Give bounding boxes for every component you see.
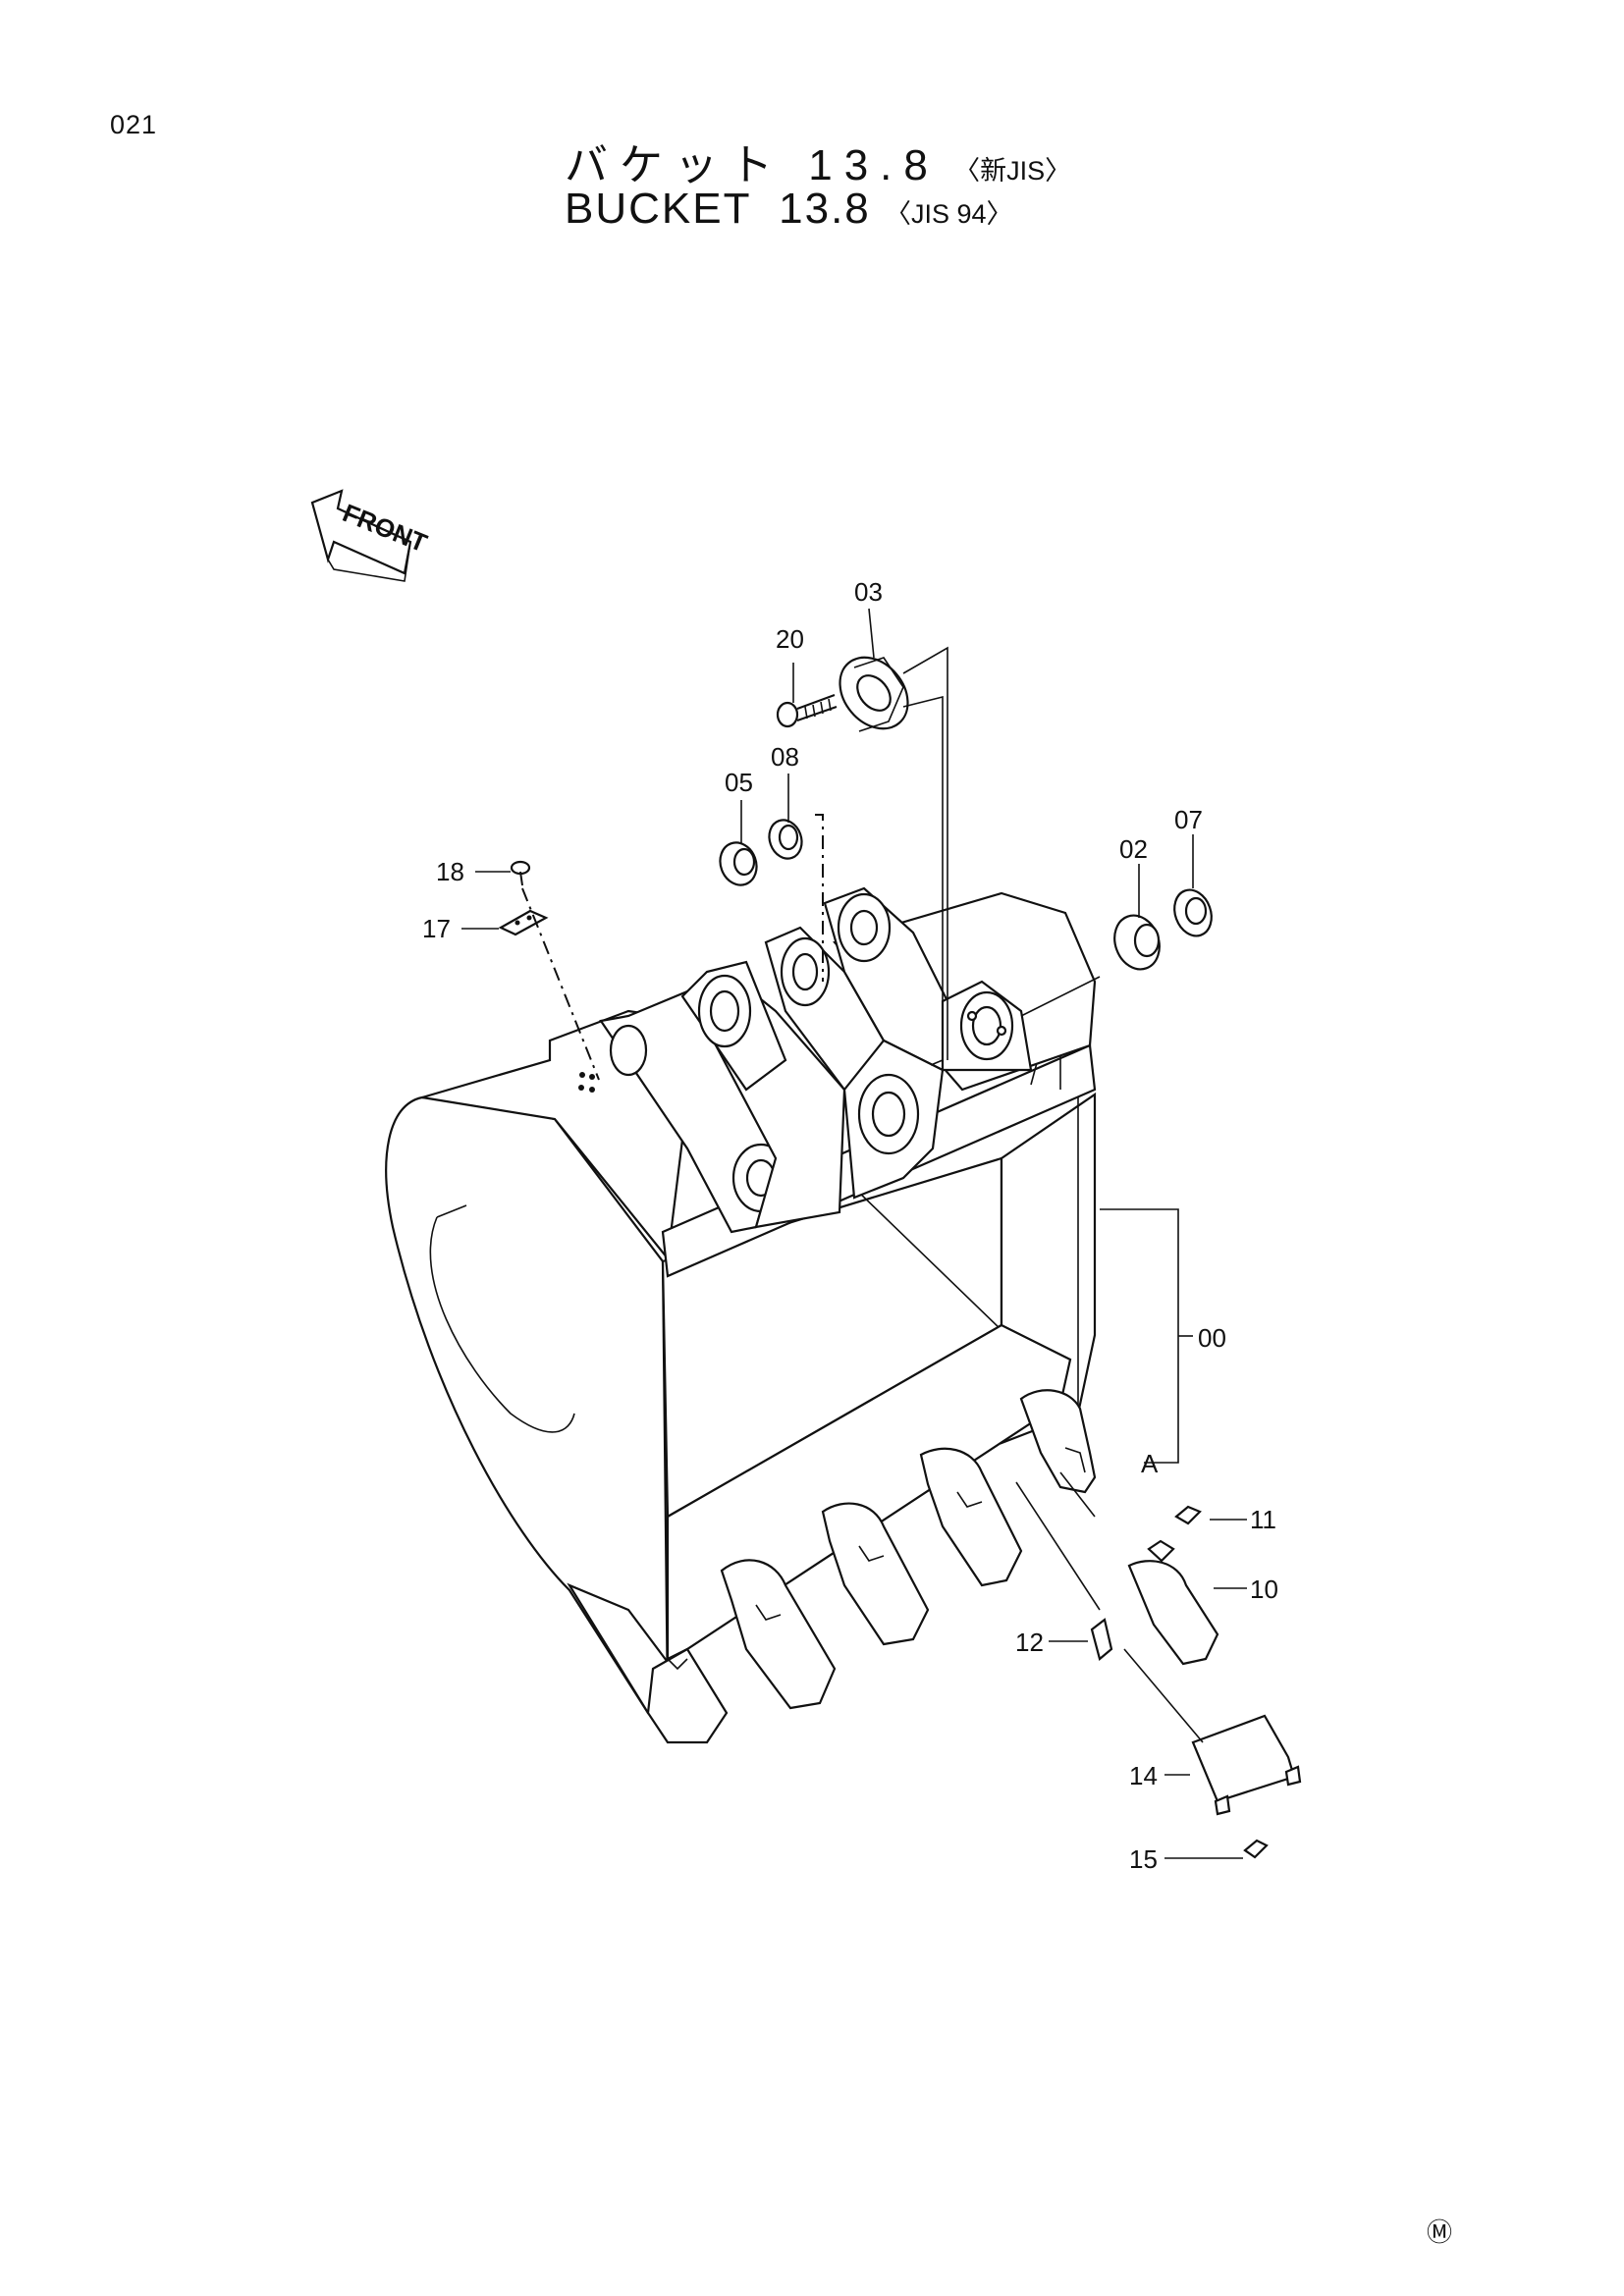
part-label-17: 17 (422, 914, 451, 943)
part-label-07: 07 (1174, 805, 1203, 834)
part-label-14: 14 (1129, 1761, 1158, 1790)
bucket-teeth (646, 1389, 1097, 1744)
part-label-20: 20 (776, 624, 804, 654)
part-05-bushing (719, 841, 758, 886)
tooth-1 (646, 1647, 729, 1744)
part-08-seal (768, 819, 803, 860)
title-en-main: BUCKET 13.8 (565, 185, 871, 233)
part-label-15: 15 (1129, 1844, 1158, 1874)
page-number: 021 (110, 110, 158, 139)
title-japanese: バケット 13.8 〈新JIS〉 (565, 130, 1071, 192)
part-label-12: 12 (1015, 1628, 1044, 1657)
title-english: BUCKET 13.8 〈JIS 94〉 (565, 185, 1013, 234)
title-jp-standard: 〈新JIS〉 (953, 156, 1072, 186)
part-10-tooth-point (1127, 1539, 1219, 1666)
part-14-adapter (1191, 1714, 1302, 1816)
part-label-02: 02 (1119, 834, 1148, 864)
title-jp-main: バケット 13.8 (565, 141, 940, 189)
grease-holes (578, 1072, 595, 1093)
part-label-18: 18 (436, 857, 464, 886)
tooth-3 (821, 1502, 930, 1646)
corner-m-mark: Ⓜ (1427, 2217, 1452, 2247)
part-07-seal (1173, 888, 1213, 937)
part-20-bolt (776, 694, 838, 728)
part-label-05: 05 (725, 768, 753, 797)
tooth-4 (919, 1447, 1023, 1587)
part-15-pin (1243, 1839, 1269, 1859)
reference-letter-a: A (1141, 1449, 1159, 1478)
part-label-00: 00 (1198, 1323, 1226, 1353)
title-en-standard: 〈JIS 94〉 (885, 199, 1013, 229)
assembly-lines (521, 646, 1204, 1743)
part-17-plate (498, 909, 549, 936)
part-label-11: 11 (1250, 1505, 1276, 1534)
boss-brackets (599, 886, 1033, 1234)
part-label-08: 08 (771, 742, 799, 772)
part-label-group: 03 20 05 08 02 07 18 17 00 A 11 10 12 14… (422, 577, 1278, 1874)
front-arrow: FRONT (310, 489, 431, 582)
part-18-screw (510, 860, 531, 886)
part-11-pin (1174, 1505, 1202, 1525)
part-label-03: 03 (854, 577, 883, 607)
part-12-lock (1090, 1618, 1113, 1661)
tooth-5-A (1019, 1389, 1097, 1494)
part-label-10: 10 (1250, 1575, 1278, 1604)
part-03-plate (839, 656, 909, 732)
part-02-bushing (1113, 914, 1161, 971)
tooth-2 (720, 1559, 837, 1710)
leader-lines (461, 608, 1247, 1859)
